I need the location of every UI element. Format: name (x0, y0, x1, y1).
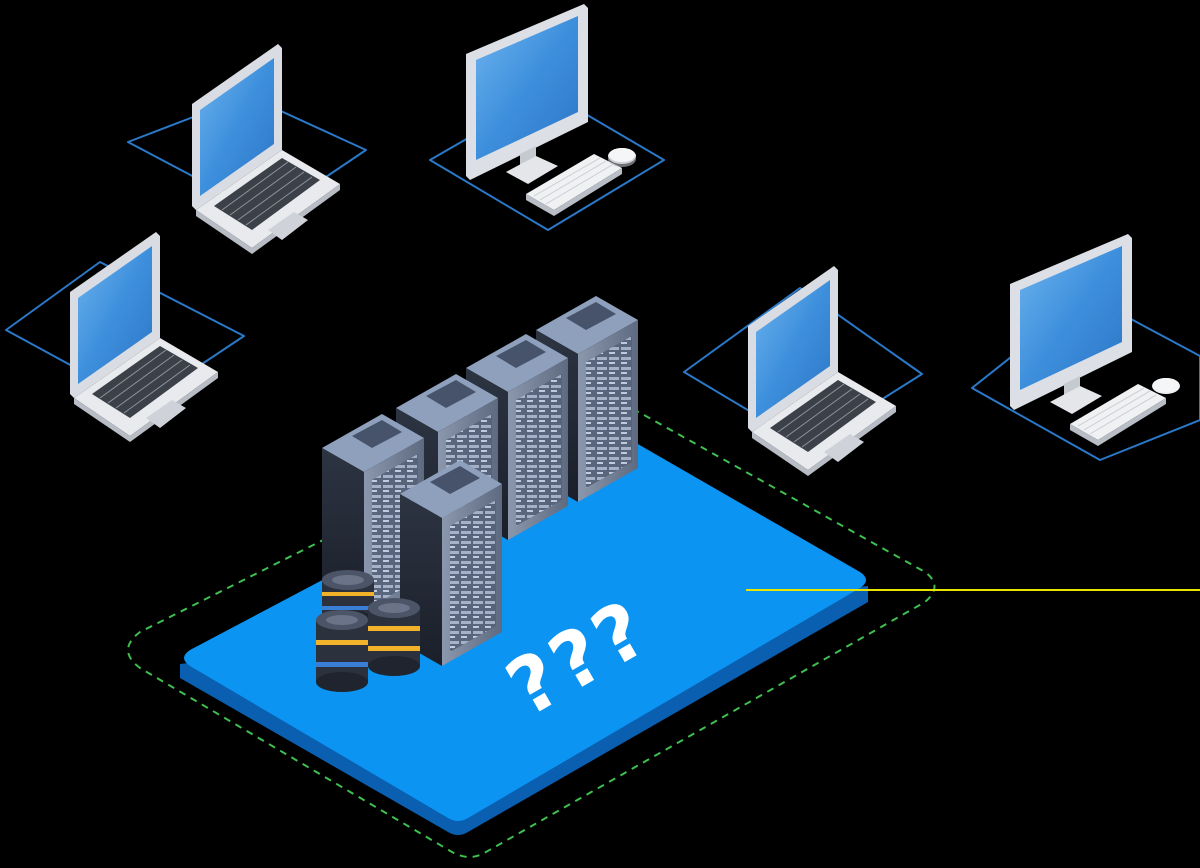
device-pad-desktop-right (971, 295, 1200, 461)
database-icon (368, 598, 420, 676)
laptop-icon (748, 266, 896, 476)
desktop-monitor-icon (1010, 234, 1180, 446)
platform-dashed-outline (127, 395, 936, 858)
laptop-icon (70, 232, 218, 442)
laptop-icon (192, 44, 340, 254)
desktop-monitor-icon (466, 4, 636, 216)
server-rack-icon (400, 460, 502, 666)
database-icon (316, 610, 368, 692)
